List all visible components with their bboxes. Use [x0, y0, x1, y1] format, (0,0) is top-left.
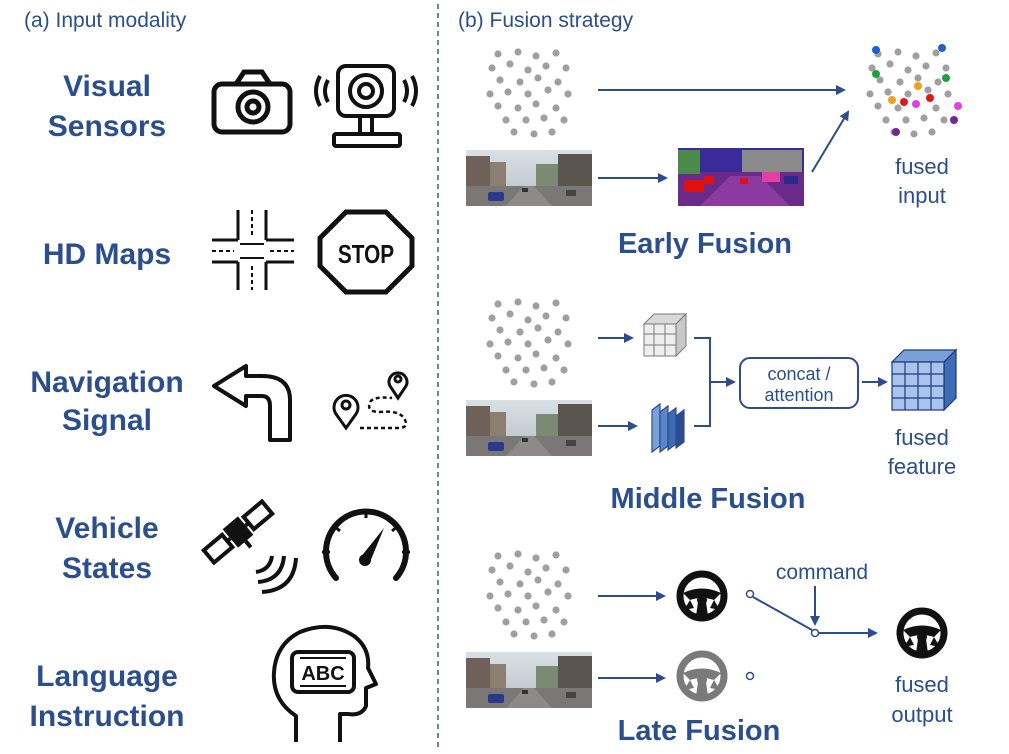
satellite-gps-icon — [200, 498, 298, 594]
late-output-line1: fused — [895, 672, 949, 697]
middle-output-line2: feature — [888, 454, 957, 479]
lidar-point-cloud — [486, 298, 572, 388]
concat-label-line1: concat / — [767, 364, 830, 384]
modality-language-instruction: Language Instruction ABC — [30, 624, 378, 742]
modality-vehicle-states: Vehicle States — [55, 498, 410, 594]
camera-image — [466, 652, 592, 708]
concat-label-line2: attention — [764, 385, 833, 405]
stop-sign-icon: STOP — [317, 209, 415, 295]
modality-navigation-signal: Navigation Signal — [30, 364, 409, 442]
turn-left-arrow-icon — [212, 364, 292, 442]
segmentation-image — [678, 148, 804, 206]
merge-bracket — [694, 337, 711, 427]
modality-visual-sensors: Visual Sensors — [48, 64, 418, 148]
switch-output-node — [810, 628, 820, 638]
fused-point-cloud — [866, 44, 962, 138]
steering-wheel-icon-lidar — [680, 574, 724, 618]
early-fusion-label: Early Fusion — [618, 228, 792, 260]
steering-wheel-icon-fused — [900, 611, 944, 655]
modality-hd-maps: HD Maps STOP — [43, 209, 415, 295]
switch-contact-top — [745, 589, 755, 599]
late-fusion-label: Late Fusion — [618, 715, 781, 747]
switch-contact-bottom — [745, 671, 755, 681]
camera-icon — [211, 69, 293, 135]
left-panel-title: (a) Input modality — [24, 9, 187, 32]
late-fusion-section: command fused output Late Fusion — [466, 550, 953, 747]
middle-fusion-label: Middle Fusion — [611, 483, 806, 515]
speedometer-icon — [322, 508, 410, 581]
route-pins-icon — [332, 371, 409, 431]
camera-image — [466, 400, 592, 456]
switch-arm — [752, 596, 813, 631]
intersection-map-icon — [212, 210, 294, 290]
abc-text: ABC — [301, 663, 344, 685]
modality-label-line2: Signal — [62, 404, 152, 437]
late-output-line2: output — [891, 702, 952, 727]
modality-label-line2: Instruction — [30, 700, 185, 733]
modality-label-line1: Visual — [63, 70, 151, 103]
modality-label-line2: States — [62, 552, 152, 585]
modality-label-line1: Language — [36, 660, 178, 693]
modality-label-line2: Sensors — [48, 110, 166, 143]
voxel-feature-icon — [642, 312, 688, 358]
middle-fusion-section: concat / attention fused feature Middle … — [466, 298, 958, 515]
concat-attention-box — [739, 357, 859, 409]
fused-feature-cube-icon — [890, 348, 958, 412]
modality-label-line1: HD Maps — [43, 238, 171, 271]
lidar-point-cloud — [486, 550, 572, 640]
steering-wheel-icon-camera — [680, 654, 724, 698]
head-abc-icon: ABC — [271, 624, 378, 742]
arrow-seg-to-fused — [811, 110, 850, 173]
lidar-point-cloud — [486, 48, 572, 138]
early-output-line2: input — [898, 183, 946, 208]
modality-label-line1: Vehicle — [55, 512, 158, 545]
right-panel-title: (b) Fusion strategy — [458, 9, 634, 32]
early-output-line1: fused — [895, 154, 949, 179]
camera-image — [466, 150, 592, 206]
middle-output-line1: fused — [895, 425, 949, 450]
modality-label-line1: Navigation — [30, 366, 183, 399]
image-feature-map-icon — [651, 402, 685, 454]
command-label: command — [776, 561, 868, 584]
early-fusion-section: fused input Early Fusion — [466, 44, 962, 260]
stop-sign-text: STOP — [338, 240, 394, 269]
dashcam-icon — [314, 64, 418, 148]
